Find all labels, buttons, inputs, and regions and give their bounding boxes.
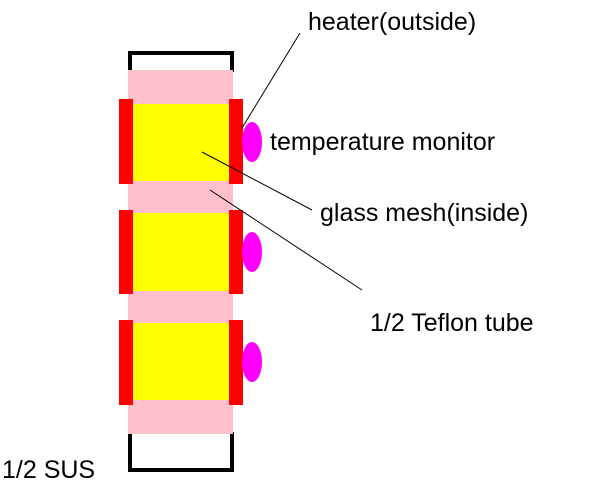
leader-glass-mesh [201, 151, 313, 211]
glass-mesh-3 [128, 323, 233, 400]
sus-top-bracket [128, 51, 234, 72]
heater-right-2 [229, 210, 243, 294]
glass-mesh-1 [128, 104, 233, 181]
label-heater: heater(outside) [308, 8, 476, 36]
heater-right-3 [229, 320, 243, 405]
leader-heater [241, 32, 301, 129]
heater-right-1 [229, 99, 243, 184]
teflon-spacer-2 [128, 181, 233, 213]
teflon-spacer-4 [128, 400, 233, 434]
label-temperature-monitor: temperature monitor [270, 128, 495, 156]
heater-left-1 [119, 99, 133, 184]
label-sus: 1/2 SUS [2, 456, 95, 484]
heater-left-2 [119, 210, 133, 294]
temperature-monitor-2 [242, 232, 262, 272]
temperature-monitor-3 [242, 342, 262, 382]
sus-bottom-bracket [128, 432, 234, 472]
teflon-spacer-3 [128, 291, 233, 323]
label-glass-mesh: glass mesh(inside) [320, 199, 528, 227]
teflon-spacer-1 [128, 70, 233, 104]
glass-mesh-2 [128, 213, 233, 291]
temperature-monitor-1 [242, 122, 262, 162]
leader-teflon-tube [209, 189, 363, 291]
label-teflon-tube: 1/2 Teflon tube [370, 309, 534, 337]
heater-left-3 [119, 320, 133, 405]
